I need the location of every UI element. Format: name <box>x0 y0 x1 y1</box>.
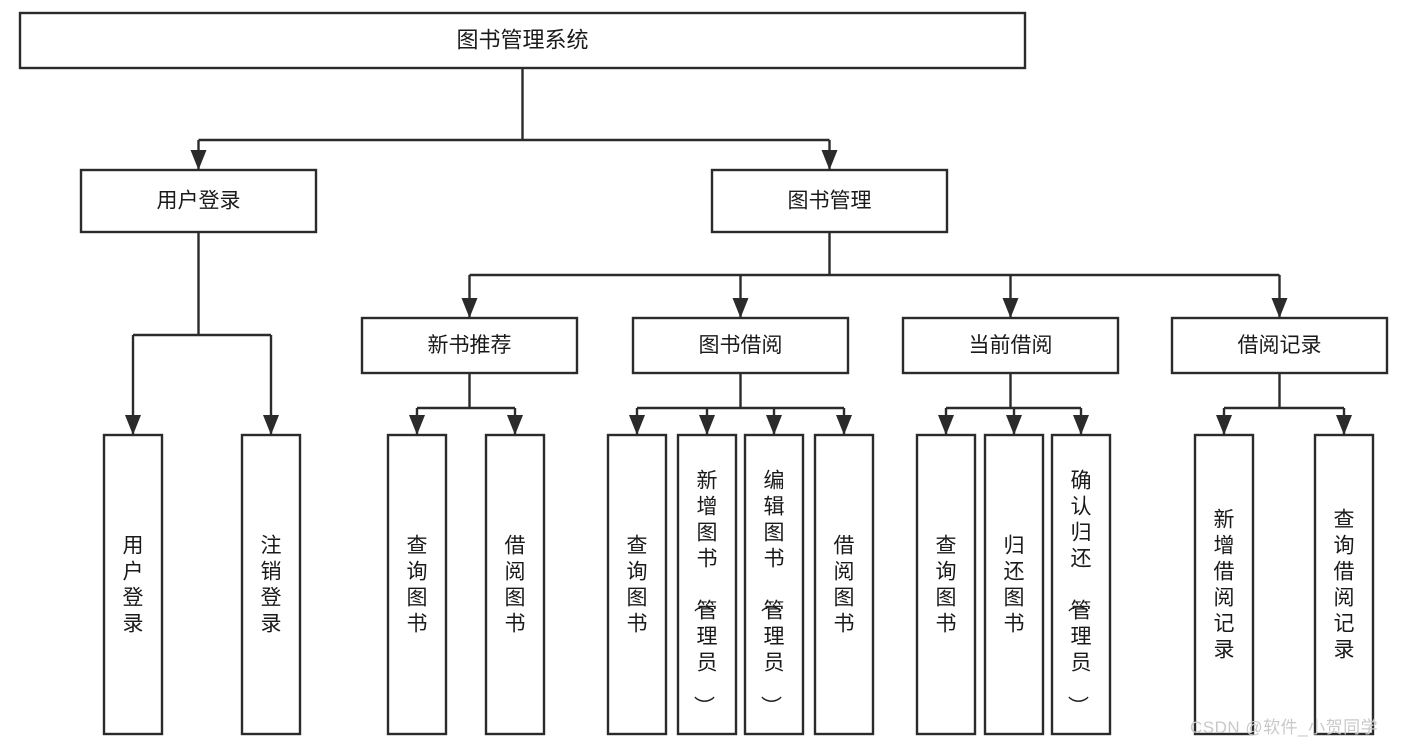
node-leaf-7[interactable]: 借阅图书 <box>813 433 875 736</box>
node-leaf-5-label: 新增图书（管理员） <box>692 470 718 717</box>
node-leaf-10[interactable]: 确认归还（管理员） <box>1050 433 1112 736</box>
node-level3-0-box <box>360 316 579 375</box>
node-level2-1[interactable]: 图书管理 <box>710 168 949 234</box>
node-leaf-7-box <box>813 433 875 736</box>
node-leaf-3[interactable]: 借阅图书 <box>484 433 546 736</box>
node-root-system[interactable]: 图书管理系统 <box>18 11 1027 70</box>
node-root-system-box <box>18 11 1027 70</box>
node-leaf-9-label: 归还图书 <box>1004 535 1025 636</box>
node-leaf-10-box <box>1050 433 1112 736</box>
node-leaf-1-label: 注销登录 <box>261 535 282 636</box>
cat0-to-leaves-arrow-1 <box>507 415 523 435</box>
node-leaf-1-box <box>240 433 302 736</box>
node-leaf-12-box <box>1313 433 1375 736</box>
cat3-to-leaves-arrow-0 <box>1216 415 1232 435</box>
node-leaf-9[interactable]: 归还图书 <box>983 433 1045 736</box>
cat1-to-leaves-arrow-0 <box>629 415 645 435</box>
node-level3-3-box <box>1170 316 1389 375</box>
node-leaf-10-label: 确认归还（管理员） <box>1066 470 1092 717</box>
node-leaf-3-box <box>484 433 546 736</box>
node-leaf-6-label: 编辑图书（管理员） <box>759 470 785 717</box>
node-leaf-12[interactable]: 查询借阅记录 <box>1313 433 1375 736</box>
bookmgmt-to-categories-arrow-2 <box>1002 298 1019 318</box>
node-leaf-11-box <box>1193 433 1255 736</box>
node-leaf-8[interactable]: 查询图书 <box>915 433 977 736</box>
root-to-level2-arrow-1 <box>821 150 838 170</box>
node-leaf-1[interactable]: 注销登录 <box>240 433 302 736</box>
userlogin-to-leaves-arrow-1 <box>263 415 279 435</box>
node-level3-0[interactable]: 新书推荐 <box>360 316 579 375</box>
node-level3-2-box <box>901 316 1120 375</box>
bookmgmt-to-categories-arrow-3 <box>1271 298 1288 318</box>
node-leaf-2[interactable]: 查询图书 <box>386 433 448 736</box>
node-leaf-2-box <box>386 433 448 736</box>
node-leaf-7-label: 借阅图书 <box>834 535 855 636</box>
node-leaf-4-label: 查询图书 <box>627 535 648 636</box>
cat2-to-leaves-arrow-0 <box>938 415 954 435</box>
node-level3-1[interactable]: 图书借阅 <box>631 316 850 375</box>
node-leaf-0-box <box>102 433 164 736</box>
node-level3-3[interactable]: 借阅记录 <box>1170 316 1389 375</box>
node-level2-0-label: 用户登录 <box>157 190 241 213</box>
nodes-layer: 图书管理系统用户登录图书管理新书推荐图书借阅当前借阅借阅记录用户登录注销登录查询… <box>18 11 1389 736</box>
node-leaf-8-box <box>915 433 977 736</box>
node-leaf-12-label: 查询借阅记录 <box>1334 509 1355 662</box>
connectors-layer <box>125 68 1352 435</box>
cat0-to-leaves-arrow-0 <box>409 415 425 435</box>
node-leaf-4-box <box>606 433 668 736</box>
userlogin-to-leaves-arrow-0 <box>125 415 141 435</box>
node-leaf-2-label: 查询图书 <box>407 535 428 636</box>
cat3-to-leaves-arrow-1 <box>1336 415 1352 435</box>
cat2-to-leaves-arrow-1 <box>1006 415 1022 435</box>
node-level2-1-label: 图书管理 <box>788 190 872 213</box>
cat1-to-leaves-arrow-2 <box>766 415 782 435</box>
node-leaf-11-label: 新增借阅记录 <box>1214 509 1235 662</box>
node-level3-2-label: 当前借阅 <box>969 334 1053 357</box>
cat1-to-leaves-arrow-3 <box>836 415 852 435</box>
node-level2-0[interactable]: 用户登录 <box>79 168 318 234</box>
cat2-to-leaves-arrow-2 <box>1073 415 1089 435</box>
node-root-system-label: 图书管理系统 <box>456 27 588 52</box>
node-level3-1-label: 图书借阅 <box>699 334 783 357</box>
node-level2-1-box <box>710 168 949 234</box>
node-leaf-9-box <box>983 433 1045 736</box>
csdn-watermark: CSDN @软件_小贺同学 <box>1190 718 1379 737</box>
node-leaf-11[interactable]: 新增借阅记录 <box>1193 433 1255 736</box>
node-leaf-5[interactable]: 新增图书（管理员） <box>676 433 738 736</box>
node-leaf-0[interactable]: 用户登录 <box>102 433 164 736</box>
node-level3-1-box <box>631 316 850 375</box>
node-leaf-3-label: 借阅图书 <box>505 535 526 636</box>
node-level3-0-label: 新书推荐 <box>428 334 512 357</box>
bookmgmt-to-categories-arrow-0 <box>461 298 478 318</box>
root-to-level2-arrow-0 <box>190 150 207 170</box>
node-leaf-8-label: 查询图书 <box>936 535 957 636</box>
node-level2-0-box <box>79 168 318 234</box>
node-leaf-4[interactable]: 查询图书 <box>606 433 668 736</box>
node-leaf-6-box <box>743 433 805 736</box>
node-leaf-0-label: 用户登录 <box>123 535 144 636</box>
bookmgmt-to-categories-arrow-1 <box>732 298 749 318</box>
node-leaf-6[interactable]: 编辑图书（管理员） <box>743 433 805 736</box>
node-level3-2[interactable]: 当前借阅 <box>901 316 1120 375</box>
node-leaf-5-box <box>676 433 738 736</box>
cat1-to-leaves-arrow-1 <box>699 415 715 435</box>
node-level3-3-label: 借阅记录 <box>1238 334 1322 357</box>
